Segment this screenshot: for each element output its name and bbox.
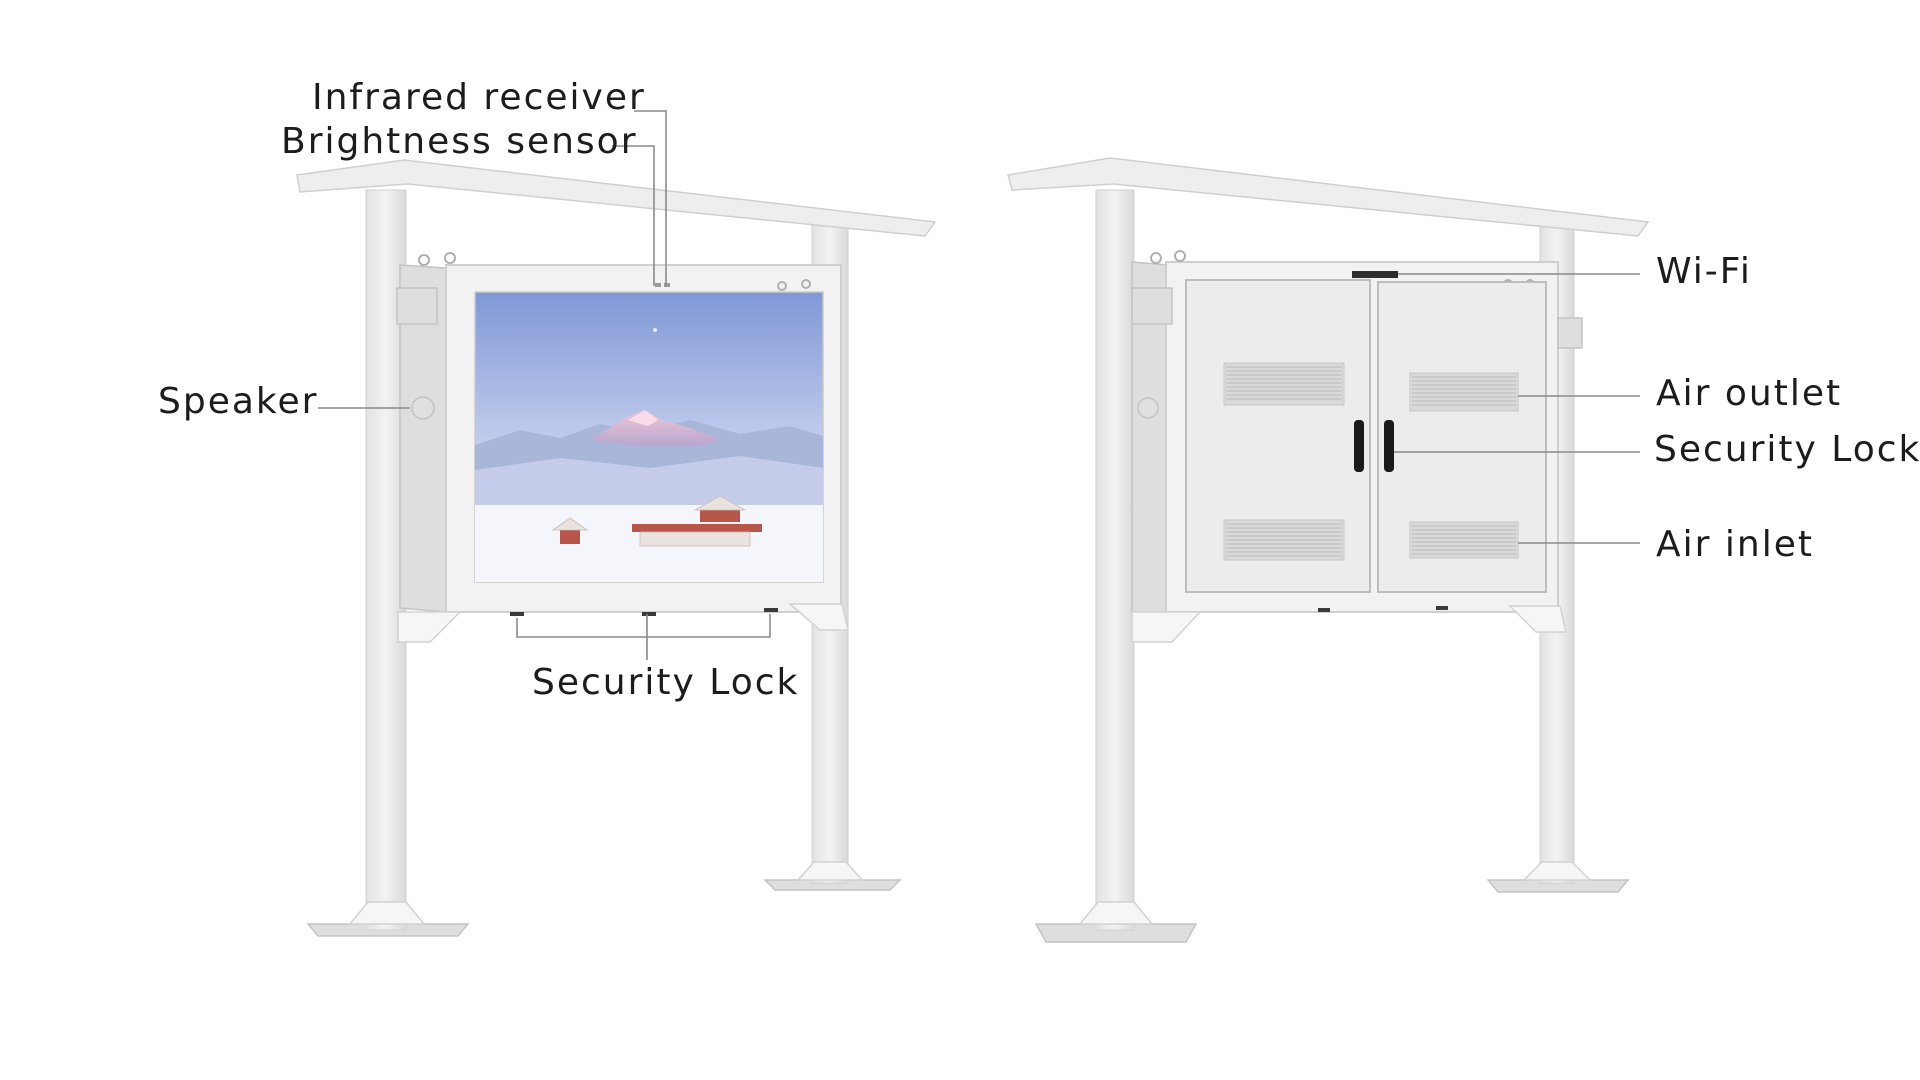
speaker-label: Speaker <box>158 381 318 422</box>
back-left-post <box>1095 189 1135 931</box>
front-kiosk <box>296 159 937 937</box>
back-canopy-roof <box>1007 157 1650 237</box>
front-leader-lines <box>318 110 771 660</box>
front-security-lock-label: Security Lock <box>532 662 799 703</box>
wifi-label: Wi-Fi <box>1656 251 1752 292</box>
air-inlet-label: Air inlet <box>1656 524 1814 565</box>
infrared-receiver-sensor <box>655 283 661 287</box>
back-leader-lines <box>1394 273 1640 544</box>
back-right-door-handle <box>1384 420 1394 472</box>
infrared-receiver-label: Infrared receiver <box>312 77 646 118</box>
back-kiosk <box>1007 157 1650 943</box>
front-lock-3 <box>764 608 778 612</box>
front-display-screen <box>474 291 824 583</box>
front-canopy-roof <box>296 159 937 237</box>
air-outlet-label: Air outlet <box>1656 373 1842 414</box>
brightness-sensor-dot <box>664 283 670 287</box>
front-lock-2 <box>642 612 656 616</box>
front-lock-1 <box>510 612 524 616</box>
back-security-lock-label: Security Lock <box>1654 429 1920 470</box>
back-left-door-handle <box>1354 420 1364 472</box>
brightness-sensor-label: Brightness sensor <box>281 121 638 162</box>
wifi-module <box>1352 271 1398 278</box>
speaker-icon <box>411 396 435 420</box>
